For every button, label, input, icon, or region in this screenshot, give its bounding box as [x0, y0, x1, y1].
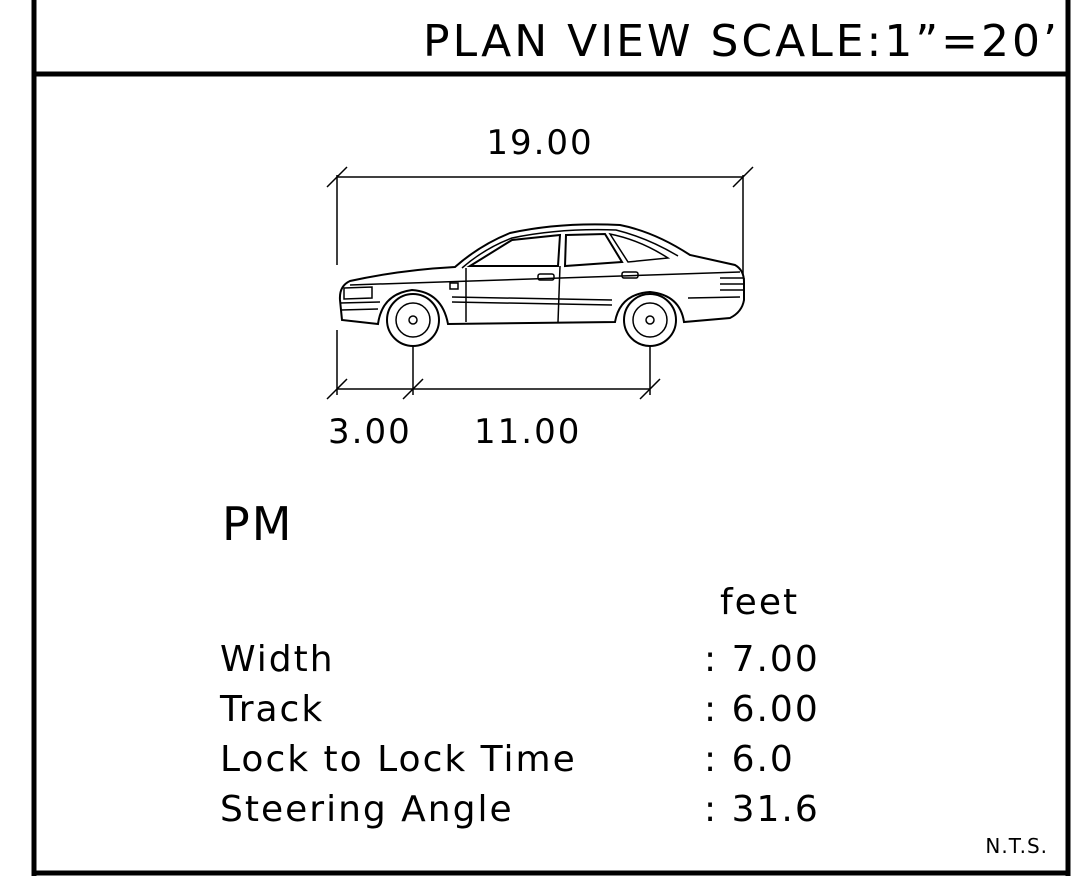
- car-tail-light: [720, 277, 745, 291]
- specs-table: feet Width : 7.00 Track : 6.00 Lock to L…: [219, 582, 820, 830]
- car-rear-wheel-hub: [645, 315, 655, 325]
- car-rear-door-handle: [621, 271, 639, 279]
- car-quarter-window: [608, 232, 671, 263]
- spec-value-lock-time: : 6.0: [704, 739, 795, 780]
- car-front-wheel-rim: [395, 302, 431, 338]
- specs-unit: feet: [720, 582, 799, 623]
- car-side-view-illustration: [338, 223, 745, 347]
- spec-label-width: Width: [220, 639, 335, 680]
- car-side-mirror: [449, 282, 459, 290]
- spec-label-steering-angle: Steering Angle: [220, 789, 514, 830]
- car-front-wheel-hub: [408, 315, 418, 325]
- spec-value-width: : 7.00: [704, 639, 820, 680]
- car-rear-wheel-rim: [632, 302, 668, 338]
- wheelbase-label: 11.00: [474, 412, 581, 452]
- car-side-molding: [451, 296, 741, 306]
- spec-value-track: : 6.00: [704, 689, 820, 730]
- car-front-window: [466, 233, 562, 267]
- car-front-door-handle: [537, 273, 555, 281]
- vehicle-name: PM: [222, 497, 293, 551]
- drawing-frame: [31, 0, 1071, 876]
- car-front-wheel: [386, 293, 440, 347]
- spec-label-lock-time: Lock to Lock Time: [220, 739, 577, 780]
- car-body-outline: [338, 223, 745, 326]
- car-belt-line: [349, 271, 741, 286]
- front-overhang-label: 3.00: [328, 412, 412, 452]
- car-rear-window: [563, 232, 624, 268]
- not-to-scale-note: N.T.S.: [985, 834, 1048, 858]
- spec-label-track: Track: [219, 689, 324, 730]
- car-front-bumper: [339, 301, 381, 311]
- car-roof-line: [461, 228, 679, 269]
- wheelbase-dimension: [326, 330, 661, 400]
- plan-view-title: PLAN VIEW SCALE:1”=20’: [423, 16, 1060, 67]
- car-headlight: [343, 286, 373, 300]
- car-door-split: [557, 265, 561, 323]
- overall-length-dimension: [326, 166, 754, 275]
- spec-value-steering-angle: : 31.6: [704, 789, 820, 830]
- overall-length-label: 19.00: [486, 123, 593, 163]
- car-rear-wheel: [623, 293, 677, 347]
